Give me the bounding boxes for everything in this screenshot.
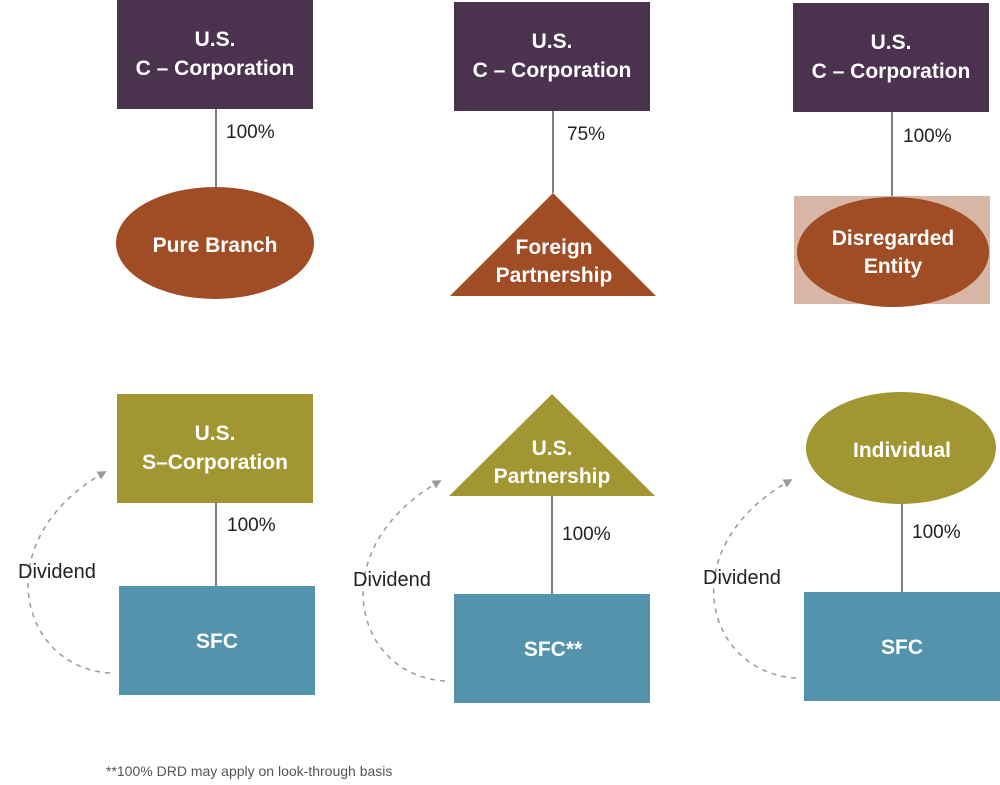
c-corporation-label-line2: C – Corporation xyxy=(812,60,971,83)
foreign-partnership-label-line2: Partnership xyxy=(496,264,613,287)
disregarded-entity-label-line1: Disregarded xyxy=(832,227,955,250)
individual-label: Individual xyxy=(853,439,951,462)
sfc-label: SFC xyxy=(881,636,923,659)
sfc-box xyxy=(454,594,650,703)
structure-c-corp-foreign-partnership: U.S. C – Corporation 75% Foreign Partner… xyxy=(450,2,656,296)
pure-branch-label: Pure Branch xyxy=(153,234,278,257)
ownership-percentage: 100% xyxy=(226,122,275,143)
us-partnership-triangle xyxy=(449,394,655,496)
sfc-box xyxy=(804,592,1000,701)
sfc-label: SFC** xyxy=(524,638,583,661)
sfc-box xyxy=(119,586,315,695)
s-corporation-label-line1: U.S. xyxy=(195,422,236,445)
s-corporation-label-line2: S–Corporation xyxy=(142,451,288,474)
sfc-label: SFC xyxy=(196,630,238,653)
dividend-flow-arrow xyxy=(713,479,797,679)
ownership-percentage: 100% xyxy=(912,522,961,543)
structure-s-corp-sfc: U.S. S–Corporation 100% SFC Dividend xyxy=(18,394,315,695)
ownership-percentage: 100% xyxy=(903,126,952,147)
individual-ellipse xyxy=(806,392,996,504)
c-corporation-label-line1: U.S. xyxy=(532,30,573,53)
dividend-flow-arrow xyxy=(362,480,446,682)
c-corporation-label-line2: C – Corporation xyxy=(473,59,632,82)
dividend-flow-arrow xyxy=(27,471,111,674)
c-corporation-box xyxy=(117,0,313,109)
s-corporation-box xyxy=(117,394,313,503)
c-corporation-box xyxy=(454,2,650,111)
c-corporation-label-line1: U.S. xyxy=(195,28,236,51)
structure-us-partnership-sfc: U.S. Partnership 100% SFC** Dividend xyxy=(353,394,655,703)
pure-branch-ellipse xyxy=(116,187,314,299)
disregarded-entity-ellipse xyxy=(797,197,989,307)
foreign-partnership-label-line1: Foreign xyxy=(516,236,593,259)
c-corporation-label-line2: C – Corporation xyxy=(136,57,295,80)
us-partnership-label-line1: U.S. xyxy=(532,437,573,460)
dividend-label: Dividend xyxy=(18,561,96,583)
ownership-percentage: 100% xyxy=(562,524,611,545)
dividend-label: Dividend xyxy=(703,567,781,589)
footnote: **100% DRD may apply on look-through bas… xyxy=(106,763,393,779)
c-corporation-box xyxy=(793,3,989,112)
ownership-percentage: 75% xyxy=(567,124,605,145)
foreign-partnership-triangle xyxy=(450,193,656,296)
ownership-percentage: 100% xyxy=(227,515,276,536)
dividend-label: Dividend xyxy=(353,569,431,591)
disregarded-entity-label-line2: Entity xyxy=(864,255,923,278)
structure-c-corp-disregarded-entity: U.S. C – Corporation 100% Disregarded En… xyxy=(793,3,990,307)
c-corporation-label-line1: U.S. xyxy=(871,31,912,54)
us-partnership-label-line2: Partnership xyxy=(494,465,611,488)
structure-individual-sfc: Individual 100% SFC Dividend xyxy=(703,392,1000,701)
structure-c-corp-pure-branch: U.S. C – Corporation 100% Pure Branch xyxy=(116,0,314,299)
